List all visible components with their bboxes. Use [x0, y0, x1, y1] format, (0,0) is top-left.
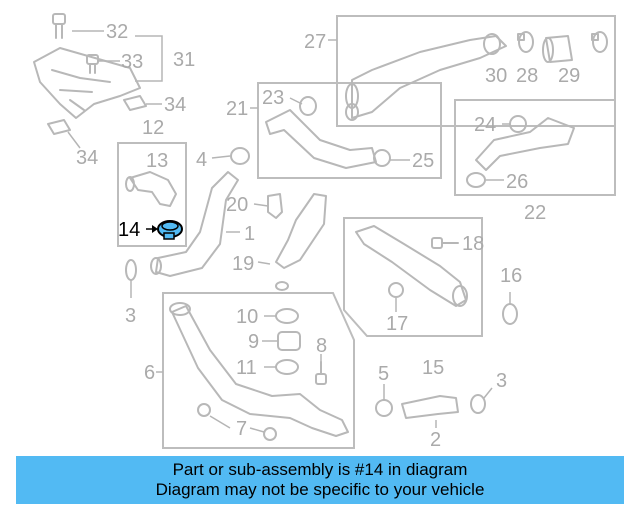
hose-21 — [265, 109, 377, 169]
label-24: 24 — [474, 114, 496, 136]
group-box-6 — [162, 292, 355, 449]
label-10: 10 — [236, 306, 258, 328]
clamp-25 — [373, 149, 391, 167]
clamp-14 — [157, 220, 183, 240]
label-29: 29 — [558, 65, 580, 87]
label-9: 9 — [248, 331, 259, 353]
hose-1 — [150, 171, 239, 277]
o-ring-3-left — [125, 259, 137, 281]
group-box-21 — [257, 82, 442, 179]
label-8: 8 — [316, 335, 327, 357]
clamp-29 — [591, 31, 608, 53]
caption-line-2: Diagram may not be specific to your vehi… — [155, 480, 485, 499]
label-30: 30 — [485, 65, 507, 87]
o-ring-16 — [502, 303, 518, 325]
label-5: 5 — [378, 363, 389, 385]
label-33: 33 — [121, 51, 143, 73]
label-25: 25 — [412, 150, 434, 172]
pipe-6 — [169, 302, 349, 437]
clamp-10 — [275, 308, 299, 324]
label-1: 1 — [244, 223, 255, 245]
label-28: 28 — [516, 65, 538, 87]
label-22: 22 — [524, 202, 546, 224]
intercooler-pipe-27 — [345, 33, 507, 121]
label-4: 4 — [196, 149, 207, 171]
grommet-17 — [388, 282, 404, 298]
pipe-15 — [355, 225, 468, 307]
pipe-19 — [275, 193, 327, 291]
group-box-22 — [454, 99, 616, 196]
caption-banner: Part or sub-assembly is #14 in diagram D… — [16, 456, 624, 504]
group-box-12 — [117, 142, 187, 247]
clamp-24 — [509, 115, 527, 133]
label-26: 26 — [506, 171, 528, 193]
bolt-32 — [52, 13, 66, 39]
clamp-26 — [466, 172, 486, 188]
clamp-11 — [275, 359, 299, 375]
label-20: 20 — [226, 194, 248, 216]
bracket-20 — [267, 193, 283, 219]
grommet-7 — [197, 403, 277, 441]
label-11: 11 — [236, 357, 257, 379]
label-32: 32 — [106, 21, 128, 43]
label-17: 17 — [386, 313, 408, 335]
label-31: 31 — [173, 49, 195, 71]
group-box-15 — [343, 217, 483, 337]
label-27: 27 — [304, 31, 326, 53]
bolt-8 — [315, 361, 327, 385]
leader-14-arrow — [152, 225, 158, 233]
label-7: 7 — [236, 418, 247, 440]
hose-28 — [542, 35, 573, 63]
label-14: 14 — [118, 219, 140, 241]
label-34-bottom: 34 — [76, 147, 98, 169]
label-34-top: 34 — [164, 94, 186, 116]
caption-line-1: Part or sub-assembly is #14 in diagram — [172, 460, 468, 479]
clip-34 — [47, 119, 71, 135]
label-6: 6 — [144, 362, 155, 384]
clamp-4 — [230, 147, 250, 165]
label-23: 23 — [262, 87, 284, 109]
label-18: 18 — [462, 233, 484, 255]
bracket-34 — [123, 95, 147, 111]
bracket-31-part — [33, 47, 141, 119]
hose-22 — [475, 117, 575, 171]
clamp-5 — [375, 399, 393, 417]
label-3-left: 3 — [125, 305, 136, 327]
hose-13 — [125, 171, 177, 207]
clamp-30 — [517, 31, 534, 53]
label-19: 19 — [232, 253, 254, 275]
group-box-27 — [336, 15, 616, 127]
clamp-23 — [299, 96, 317, 116]
label-13: 13 — [146, 150, 168, 172]
label-21: 21 — [226, 98, 248, 120]
label-2: 2 — [430, 429, 441, 451]
o-ring-3-right — [470, 394, 486, 414]
bracket-31 — [135, 35, 163, 82]
label-16: 16 — [500, 265, 522, 287]
hose-2 — [401, 395, 459, 419]
label-12: 12 — [142, 117, 164, 139]
label-3-right: 3 — [496, 370, 507, 392]
hose-9 — [277, 331, 301, 351]
leader-lines — [67, 30, 511, 433]
label-15: 15 — [422, 357, 444, 379]
